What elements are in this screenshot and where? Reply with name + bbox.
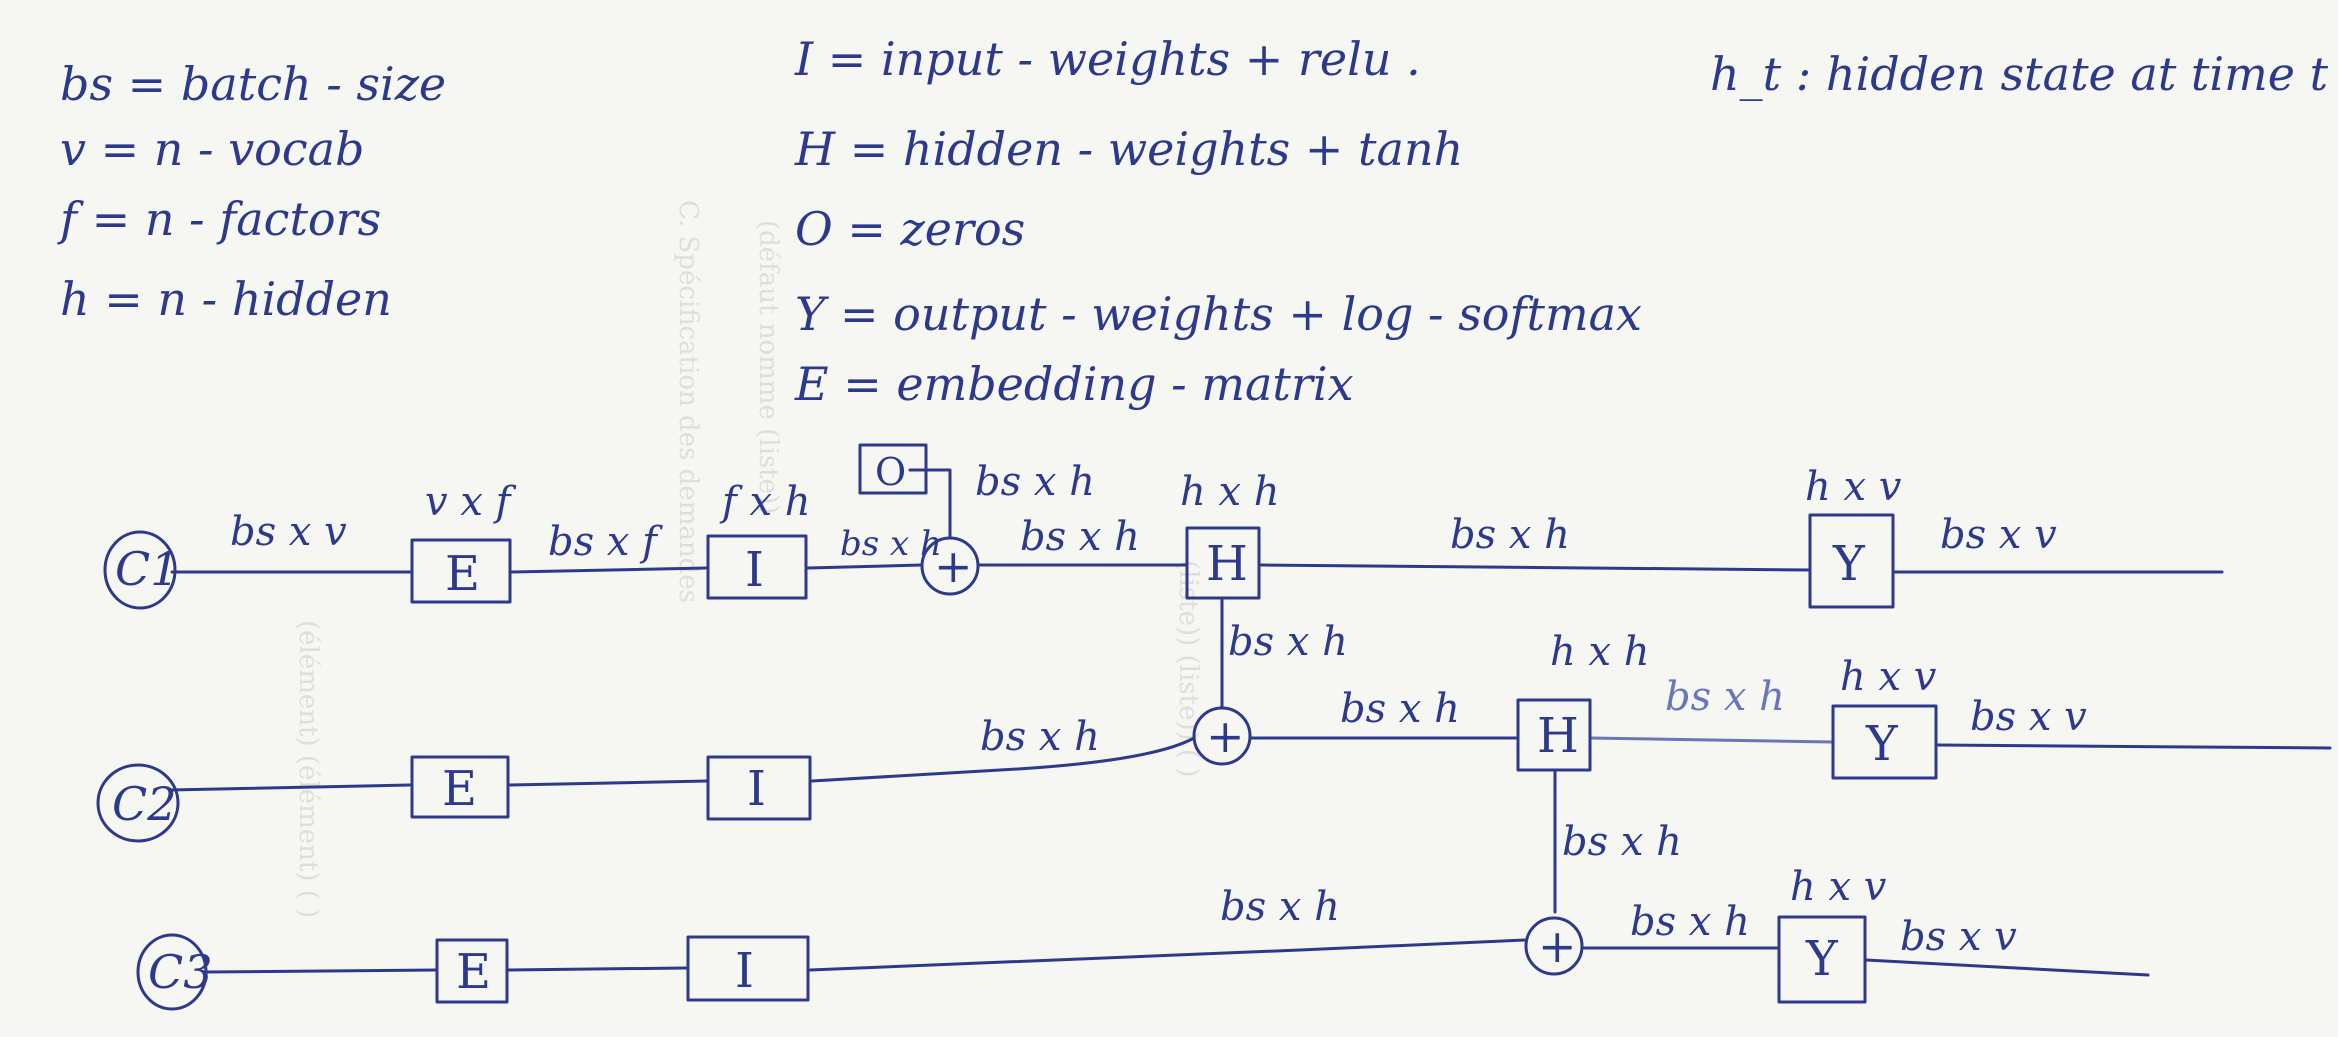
box-h-2-label: H <box>1537 708 1579 764</box>
wire-e-i-3 <box>506 966 688 972</box>
label-bs-x-v-out-3: bs x v <box>1900 914 2017 960</box>
svg-text:C. Spécification des demandes: C. Spécification des demandes <box>673 200 703 603</box>
wire-i-plus-1 <box>806 563 924 570</box>
legend-n-vocab: v = n - vocab <box>60 122 365 176</box>
legend-left: bs = batch - size v = n - vocab f = n - … <box>57 57 446 326</box>
box-e-2 <box>410 755 510 819</box>
label-bs-x-h-plus-out-2: bs x h <box>1340 686 1460 732</box>
label-bs-x-h-h-out-1: bs x h <box>1450 512 1570 558</box>
row-2: C2 E I + H Y bs x h bs x h bs x h h x h … <box>96 596 2332 843</box>
box-e-1-label: E <box>445 546 480 602</box>
plus-node-3 <box>1524 916 1584 976</box>
box-e-2-label: E <box>442 761 477 817</box>
legend-input-weights: I = input - weights + relu . <box>794 32 1421 86</box>
label-f-x-h-1: f x h <box>719 479 811 525</box>
box-i-3 <box>686 935 810 1002</box>
wire-h-y-1 <box>1258 563 1812 572</box>
label-bs-x-h-i-out-3: bs x h <box>1220 884 1340 930</box>
node-c1 <box>103 530 177 610</box>
plus-node-1 <box>920 536 980 596</box>
box-zeros <box>858 443 928 495</box>
wire-e-i-1 <box>510 566 708 574</box>
legend-middle: I = input - weights + relu . H = hidden … <box>794 32 1642 411</box>
legend-n-hidden: h = n - hidden <box>60 272 392 326</box>
wire-i-plus-2 <box>810 736 1196 783</box>
svg-text:(défaut nomme (liste)): (défaut nomme (liste)) <box>753 220 783 514</box>
box-zeros-label: O <box>875 450 906 494</box>
box-y-2-label: Y <box>1865 716 1899 772</box>
box-y-1-label: Y <box>1832 536 1866 592</box>
box-y-3-label: Y <box>1805 931 1839 987</box>
box-e-1 <box>410 538 512 604</box>
box-i-2 <box>706 755 812 821</box>
wire-i-plus-3 <box>808 938 1528 972</box>
legend-embedding-matrix: E = embedding - matrix <box>794 357 1354 411</box>
label-bs-x-f-1: bs x f <box>548 519 663 565</box>
label-h-x-v-2: h x v <box>1840 654 1937 700</box>
legend-output-weights: Y = output - weights + log - softmax <box>795 287 1642 341</box>
box-y-3 <box>1777 915 1867 1004</box>
legend-hidden-state: h_t : hidden state at time t <box>1710 47 2329 101</box>
plus-node-2-label: + <box>1206 709 1245 763</box>
box-y-1 <box>1808 513 1895 609</box>
label-bs-x-h-plus-out-1: bs x h <box>1020 514 1140 560</box>
label-bs-x-h-plus-out-3: bs x h <box>1630 899 1750 945</box>
label-bs-x-h-zeros: bs x h <box>975 459 1095 505</box>
legend-zeros: O = zeros <box>795 202 1025 256</box>
label-bs-x-h-vert-2: bs x h <box>1562 819 1682 865</box>
label-bs-x-v-out-2: bs x v <box>1970 694 2087 740</box>
label-bs-x-h-h-out-2: bs x h <box>1665 674 1785 720</box>
svg-text:(élément) (élément) ( ): (élément) (élément) ( ) <box>293 620 323 918</box>
bleed-through-texture: C. Spécification des demandes (défaut no… <box>293 200 1203 918</box>
wire-y-out-2 <box>1935 743 2332 750</box>
label-h-x-v-1: h x v <box>1805 464 1902 510</box>
label-h-x-h-2: h x h <box>1550 629 1650 675</box>
node-c1-label: C1 <box>115 542 179 596</box>
wire-e-i-2 <box>508 779 709 787</box>
wire-c2-e <box>168 783 412 792</box>
box-y-2 <box>1831 704 1938 780</box>
wire-h-y-2 <box>1588 736 1834 744</box>
plus-node-2 <box>1192 706 1252 766</box>
node-c2 <box>96 763 180 843</box>
label-bs-x-h-vert-1: bs x h <box>1228 619 1348 665</box>
node-c3-label: C3 <box>148 945 212 999</box>
row-3: C3 E I + Y bs x h bs x h bs x h h x v bs… <box>136 768 2150 1011</box>
label-h-x-v-3: h x v <box>1790 864 1887 910</box>
label-h-x-h-1: h x h <box>1180 469 1280 515</box>
box-i-3-label: I <box>735 943 754 999</box>
label-bs-x-h-i-out-2: bs x h <box>980 714 1100 760</box>
wire-y-out-3 <box>1864 958 2150 977</box>
box-i-2-label: I <box>747 761 766 817</box>
label-bs-x-v-out-1: bs x v <box>1940 512 2057 558</box>
node-c3 <box>136 933 208 1011</box>
label-bs-x-h-i-out-1: bs x h <box>840 524 942 564</box>
wire-c3-e <box>204 968 438 974</box>
box-e-3 <box>435 938 509 1004</box>
legend-batch-size: bs = batch - size <box>60 57 446 111</box>
box-e-3-label: E <box>456 944 491 1000</box>
wire-zeros-plus <box>908 468 952 539</box>
row-1: C1 E I O + H Y bs x v v x f bs x f f x h… <box>103 443 2224 610</box>
legend-hidden-weights: H = hidden - weights + tanh <box>794 122 1463 176</box>
node-c2-label: C2 <box>112 777 176 831</box>
box-i-1 <box>706 534 808 600</box>
plus-node-1-label: + <box>934 539 973 593</box>
box-i-1-label: I <box>745 542 764 598</box>
label-bs-x-v-in-1: bs x v <box>230 509 347 555</box>
plus-node-3-label: + <box>1538 919 1577 973</box>
legend-n-factors: f = n - factors <box>57 192 381 246</box>
label-v-x-f-1: v x f <box>425 479 517 525</box>
box-h-1-label: H <box>1206 536 1248 592</box>
